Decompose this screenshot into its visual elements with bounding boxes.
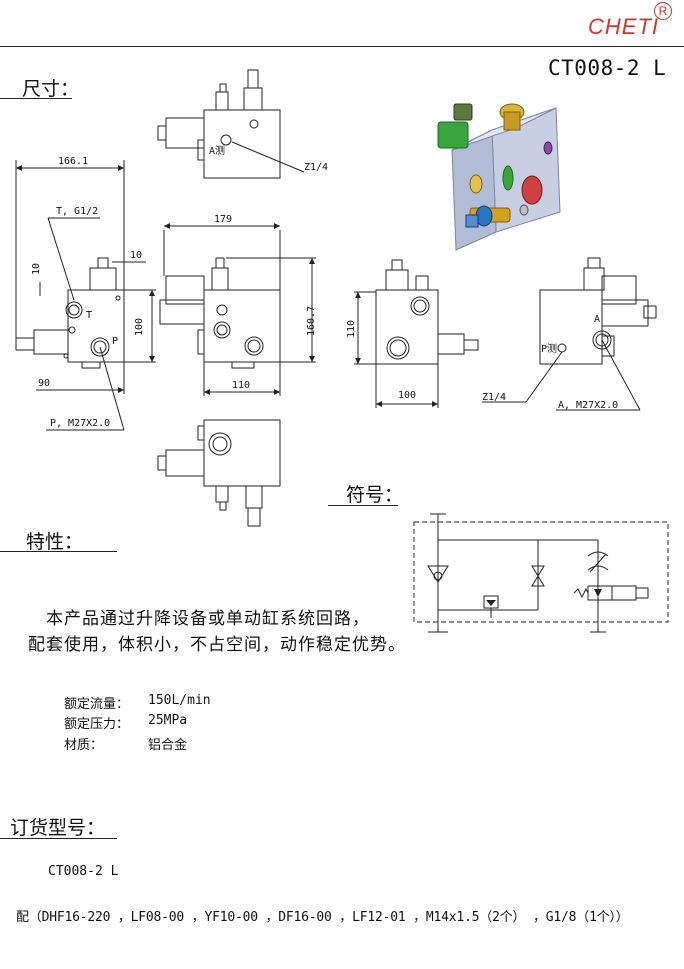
render-port-a xyxy=(521,175,543,205)
spec-material-value: 铝合金 xyxy=(148,738,188,753)
dim-100-side: 100 xyxy=(398,390,416,401)
dim-179: 179 xyxy=(214,214,232,225)
bottom-view xyxy=(157,419,281,527)
features-heading: 特性： xyxy=(26,531,84,553)
symbol-heading: 符号： xyxy=(346,484,404,506)
top-view: A测 Z1/4 xyxy=(157,69,328,179)
side-view: 110 100 xyxy=(346,259,479,408)
z14-label-top: Z1/4 xyxy=(304,162,328,173)
p-port-label: P, M27X2.0 xyxy=(50,418,110,429)
t-port-label: T, G1/2 xyxy=(56,206,98,217)
product-render xyxy=(437,103,561,251)
spec-flow-label: 额定流量： xyxy=(64,697,130,712)
order-underline xyxy=(0,838,117,839)
registered-mark: R xyxy=(654,2,672,20)
dim-110-side: 110 xyxy=(346,320,357,338)
features-underline xyxy=(0,551,117,552)
description-line-2: 配套使用，体积小，不占空间，动作稳定优势。 xyxy=(28,635,406,655)
spec-pressure-value: 25MPa xyxy=(148,713,188,728)
dim-110-front: 110 xyxy=(232,380,250,391)
render-coil xyxy=(437,121,469,149)
order-heading: 订货型号： xyxy=(10,817,106,839)
brand-logo: CHETI xyxy=(588,14,659,39)
front-view: 179 160.7 110 xyxy=(159,214,317,396)
symbol-underline xyxy=(328,505,398,506)
dim-100-vertical: 100 xyxy=(134,318,145,336)
rear-view: A P测 Z1/4 A, M27X2.0 xyxy=(482,257,657,411)
dimensions-underline xyxy=(0,98,72,99)
order-config: 配（DHF16-220 ，LF08-00 ，YF10-00 ，DF16-00 ，… xyxy=(16,910,629,925)
spec-material-label: 材质： xyxy=(64,738,104,753)
t-label: T xyxy=(86,310,92,321)
z14-label-right: Z1/4 xyxy=(482,392,506,403)
order-model: CT008-2 L xyxy=(48,864,119,879)
model-number: CT008-2 L xyxy=(548,56,667,80)
p-label: P xyxy=(112,336,118,347)
dim-90: 90 xyxy=(38,378,50,389)
dim-166: 166.1 xyxy=(58,156,88,167)
p-test-label: P测 xyxy=(541,342,557,355)
dim-10-vertical: 10 xyxy=(31,263,42,275)
spec-pressure-label: 额定压力： xyxy=(64,717,130,732)
a-test-label-top: A测 xyxy=(209,144,225,157)
dimensions-heading: 尺寸： xyxy=(22,78,80,100)
a-port-label: A, M27X2.0 xyxy=(558,400,618,411)
dim-160: 160.7 xyxy=(306,306,317,336)
a-label-rear: A xyxy=(594,314,600,325)
dim-10-horizontal: 10 xyxy=(130,250,142,261)
hydraulic-symbol xyxy=(413,513,669,633)
spec-flow-value: 150L/min xyxy=(148,693,211,708)
left-view: 166.1 10 10 100 90 T, G1/2 T P P, M27X2.… xyxy=(15,156,156,431)
header-rule xyxy=(0,46,684,47)
description-line-1: 本产品通过升降设备或单动缸系统回路， xyxy=(46,609,370,629)
